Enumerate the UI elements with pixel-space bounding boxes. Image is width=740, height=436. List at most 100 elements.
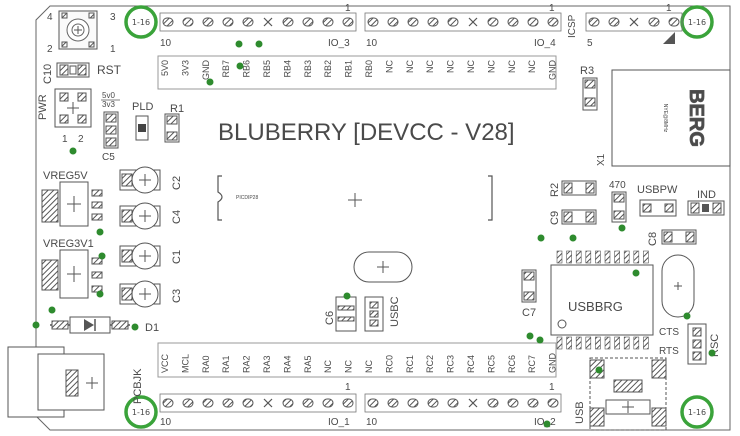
header-pin <box>608 17 620 27</box>
c3-capacitor <box>119 280 161 308</box>
header-pin <box>182 17 194 27</box>
reset-pin1: 1 <box>110 44 116 55</box>
header-pin <box>487 17 499 27</box>
pin-label: NC <box>323 360 333 373</box>
pin-label: NC <box>405 60 415 73</box>
mcu-center-cross <box>348 193 362 207</box>
chip-pin <box>633 250 640 264</box>
header-pin <box>468 17 478 27</box>
pwr-pin2: 2 <box>78 134 84 145</box>
chip-pin <box>556 336 563 350</box>
c10-label: C10 <box>42 64 54 84</box>
pin-label: RC3 <box>446 355 456 373</box>
header-icsp-name: ICSP <box>567 14 578 38</box>
header-pin <box>322 398 334 408</box>
ind-led <box>687 200 725 216</box>
via <box>69 147 77 155</box>
r1-resistor <box>164 113 180 143</box>
chip-pin <box>595 336 601 350</box>
pin-label: GND <box>548 60 558 81</box>
header-icsp-pin5: 5 <box>587 38 593 49</box>
header-io4-pin1: 1 <box>549 3 555 14</box>
pin-label: RA0 <box>201 355 211 373</box>
c9-capacitor <box>561 209 597 225</box>
mount-hole-bottom-right: 1-16 <box>680 395 714 429</box>
pin-label: RB0 <box>364 60 374 78</box>
jumper-supply-select[interactable] <box>103 111 119 149</box>
board-outline <box>35 5 731 431</box>
usbpw-jumper[interactable] <box>639 199 677 217</box>
pin-label: GND <box>548 353 558 374</box>
header-body <box>159 393 357 413</box>
c5-label: C5 <box>102 152 115 163</box>
via <box>206 78 214 86</box>
header-pin <box>387 398 399 408</box>
c9-label: C9 <box>549 211 561 225</box>
header-pin <box>407 17 419 27</box>
header-pin <box>447 17 459 27</box>
pwr-pin1: 1 <box>62 134 68 145</box>
header-pin <box>507 17 519 27</box>
header-body <box>159 12 357 32</box>
header-pin <box>162 17 174 27</box>
pin-label: RA5 <box>303 355 313 373</box>
pcbjk-label: PCBJK <box>132 368 144 404</box>
via <box>569 234 577 242</box>
board-title: BLUBERRY [DEVCC - V28] <box>218 119 515 146</box>
vreg5-regulator <box>41 181 103 227</box>
header-pin <box>527 398 539 408</box>
header-pin <box>367 398 379 408</box>
header-pin <box>468 398 478 408</box>
chip-pin <box>556 250 563 264</box>
mount-hole-label: 1-16 <box>132 408 150 417</box>
header-io1-pin1: 1 <box>345 382 351 393</box>
d1-diode <box>50 316 130 334</box>
x1-sub: NYE@8MHz <box>662 104 668 133</box>
r470-label: 470 <box>609 180 626 191</box>
reset-pin4: 4 <box>47 12 53 23</box>
header-pin <box>202 398 214 408</box>
header-pin <box>202 17 214 27</box>
header-io1 <box>159 393 357 413</box>
header-pin <box>222 398 234 408</box>
pin1-marker <box>663 32 675 44</box>
pin-label: RB6 <box>242 60 252 78</box>
mount-hole-bottom-left: 1-16 <box>124 395 158 429</box>
header-pin <box>367 17 379 27</box>
pld-led <box>135 115 149 141</box>
mount-hole-label: 1-16 <box>688 408 706 417</box>
header-icsp <box>585 12 683 32</box>
x1-crystal-module: BERG NYE@8MHz <box>611 69 731 167</box>
header-pin <box>222 17 234 27</box>
header-pin <box>263 17 273 27</box>
jumper-5v-label: 5v0 <box>102 91 115 100</box>
header-pin <box>162 398 174 408</box>
chip-pin <box>643 336 649 350</box>
header-pin <box>507 398 519 408</box>
pin-label: RC1 <box>405 355 415 373</box>
header-io3 <box>159 12 357 32</box>
usbbrg-label: USBBRG <box>568 299 623 314</box>
chip-pin <box>633 336 640 350</box>
reset-button[interactable] <box>58 10 98 50</box>
pin-label: RC0 <box>384 355 394 373</box>
usbpw-label: USBPW <box>637 184 678 196</box>
header-pin <box>547 398 559 408</box>
header-io2 <box>364 393 562 413</box>
via <box>98 252 106 260</box>
pld-label: PLD <box>132 101 153 113</box>
pin-label: VCC <box>160 353 170 373</box>
r1-label: R1 <box>170 103 184 115</box>
pin-label: RB5 <box>262 60 272 78</box>
header-body <box>585 12 683 32</box>
header-pin <box>342 398 354 408</box>
header-pin <box>588 17 600 27</box>
usbbrg-chip <box>550 250 654 350</box>
via <box>131 323 139 331</box>
rsc-header <box>687 323 707 365</box>
pin-label: NC <box>384 60 394 73</box>
c2-label: C2 <box>171 176 183 190</box>
pin-label: RC5 <box>486 355 496 373</box>
header-pin <box>387 17 399 27</box>
header-pin <box>182 398 194 408</box>
